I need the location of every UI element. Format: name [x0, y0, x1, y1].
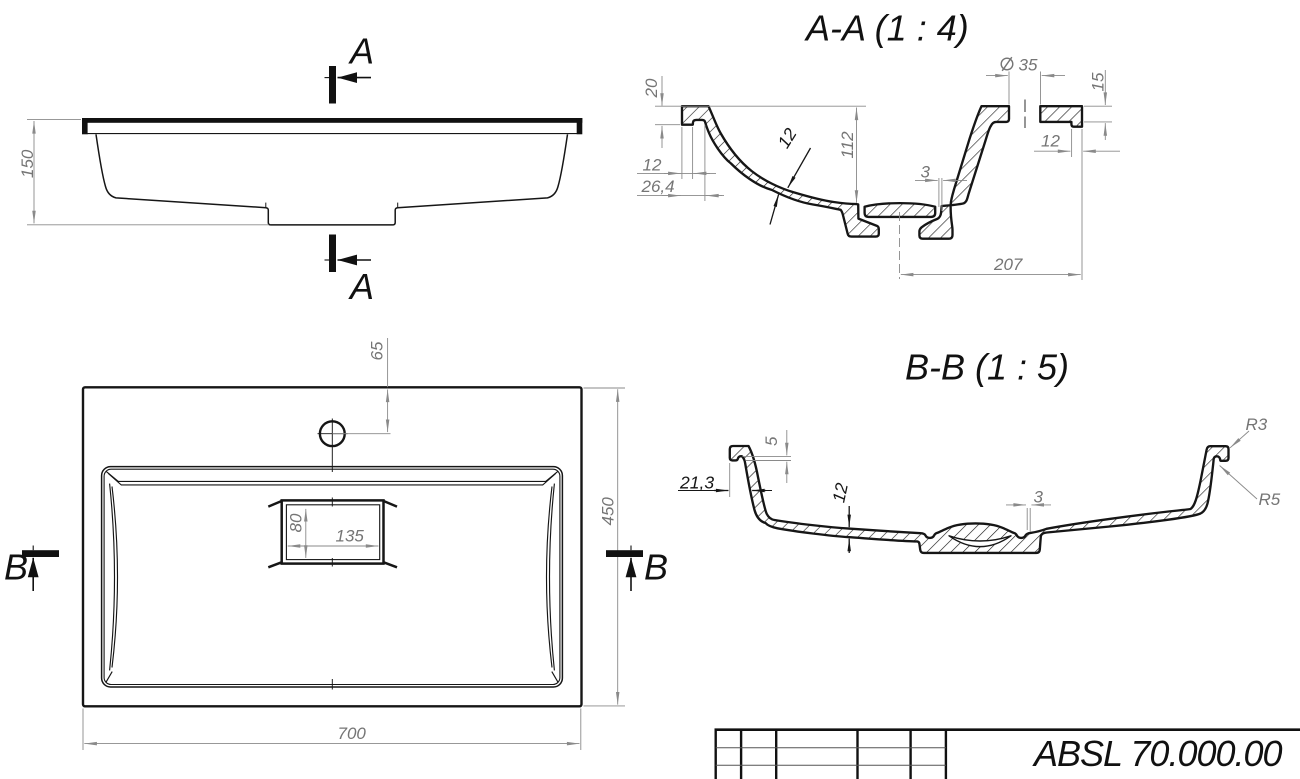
svg-text:21,3: 21,3	[679, 473, 714, 493]
svg-text:207: 207	[993, 255, 1023, 274]
svg-text:5: 5	[762, 436, 781, 446]
svg-text:R5: R5	[1259, 490, 1281, 509]
svg-text:700: 700	[338, 724, 367, 743]
svg-text:112: 112	[838, 131, 857, 159]
svg-text:150: 150	[18, 149, 37, 178]
svg-text:35: 35	[1019, 56, 1038, 75]
svg-text:R3: R3	[1246, 415, 1268, 434]
svg-text:B: B	[644, 547, 668, 588]
svg-text:26,4: 26,4	[641, 177, 675, 196]
svg-text:A-A (1 : 4): A-A (1 : 4)	[804, 8, 969, 49]
svg-text:20: 20	[642, 78, 661, 98]
svg-text:450: 450	[599, 497, 618, 526]
svg-text:12: 12	[1041, 132, 1060, 151]
svg-text:B-B (1 : 5): B-B (1 : 5)	[905, 347, 1069, 388]
svg-text:3: 3	[921, 163, 931, 182]
svg-text:135: 135	[336, 527, 365, 546]
svg-text:12: 12	[828, 481, 852, 504]
svg-text:80: 80	[287, 513, 306, 532]
svg-text:A: A	[348, 31, 374, 72]
svg-text:3: 3	[1034, 488, 1044, 507]
svg-text:15: 15	[1089, 72, 1108, 91]
svg-text:A: A	[348, 266, 374, 307]
svg-text:12: 12	[643, 156, 662, 175]
svg-text:ABSL 70.000.00: ABSL 70.000.00	[1032, 733, 1283, 774]
svg-text:65: 65	[368, 341, 387, 360]
svg-text:B: B	[4, 547, 28, 588]
